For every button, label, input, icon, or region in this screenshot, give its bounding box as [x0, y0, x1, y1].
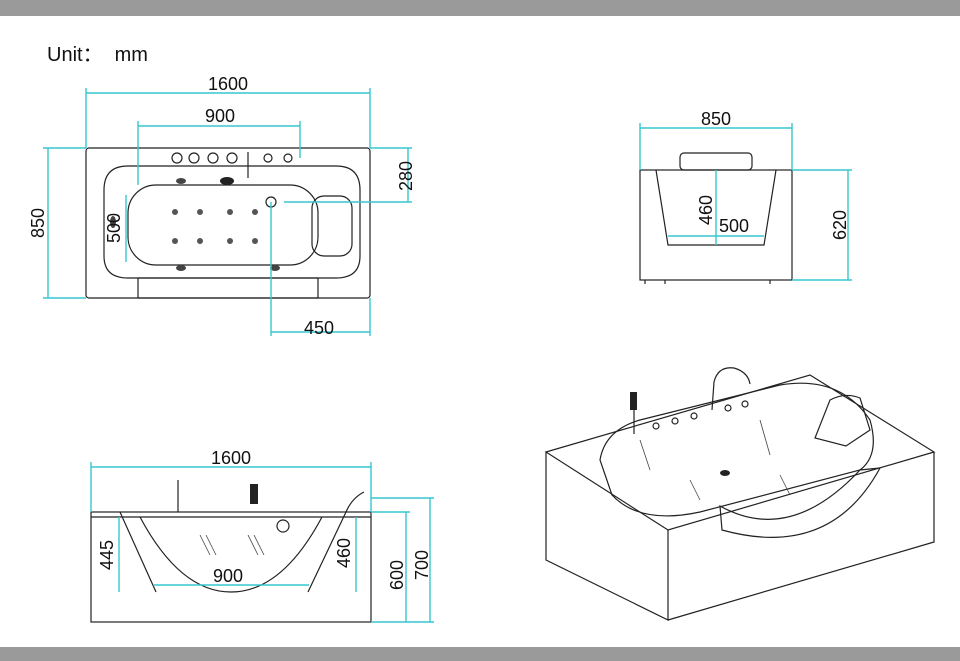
bottom-frame-bar — [0, 647, 960, 661]
unit-caption: Unit： mm — [47, 38, 148, 67]
dim-front-rim-height: 600 — [387, 560, 407, 590]
iso-hand-shower — [630, 392, 637, 410]
front-view-window — [139, 516, 323, 593]
top-view-dimensions — [43, 88, 412, 336]
iso-left-side — [545, 452, 669, 621]
dim-end-depth: 460 — [696, 195, 716, 225]
hand-shower-head — [250, 484, 258, 504]
dim-front-window-width: 900 — [213, 566, 243, 586]
dim-end-bottom-width: 500 — [719, 216, 749, 236]
end-view: 850 460 500 620 — [639, 109, 852, 284]
front-view-basin-walls — [119, 511, 347, 593]
front-view-dimensions — [90, 462, 434, 623]
iso-front-side — [667, 452, 935, 621]
side-jet — [176, 265, 186, 271]
dim-end-height: 620 — [830, 210, 850, 240]
iso-faucet — [711, 367, 751, 411]
dim-front-water-depth: 460 — [334, 538, 354, 568]
control-knob — [171, 152, 183, 164]
side-jet — [176, 178, 186, 184]
dim-front-length: 1600 — [211, 448, 251, 468]
control-knob — [226, 152, 238, 164]
dim-front-total-height: 700 — [412, 550, 432, 580]
top-view-basin — [103, 165, 361, 279]
isometric-view — [544, 367, 936, 621]
unit-value: mm — [114, 44, 148, 66]
dim-top-length: 1600 — [208, 74, 248, 94]
top-view-front-step — [137, 277, 319, 299]
side-jet — [270, 265, 280, 271]
dim-front-left-depth: 445 — [97, 540, 117, 570]
iso-basin — [599, 382, 874, 517]
top-view-inner-basin — [127, 184, 319, 266]
iso-window — [719, 467, 882, 538]
dim-top-drain-offset: 450 — [304, 318, 334, 338]
end-view-dimensions — [639, 123, 852, 281]
dim-top-inner-width: 500 — [104, 213, 124, 243]
dim-top-deck-offset: 280 — [396, 161, 416, 191]
front-view: 1600 900 445 460 600 700 — [90, 448, 434, 623]
unit-label: Unit： — [47, 44, 103, 66]
iso-drain — [720, 470, 730, 476]
drain-plug — [220, 177, 234, 185]
front-view-body — [90, 511, 372, 623]
dim-top-width: 850 — [28, 208, 48, 238]
side-jet — [110, 216, 116, 228]
headrest-pillow — [311, 195, 353, 257]
bottom-jets — [172, 209, 258, 244]
front-view-spout — [276, 519, 290, 533]
control-knobs — [171, 152, 293, 164]
control-knob — [207, 152, 219, 164]
control-knob — [283, 153, 293, 163]
control-knob — [263, 153, 273, 163]
top-frame-bar — [0, 0, 960, 16]
end-view-headrest — [679, 152, 753, 171]
iso-headrest — [814, 394, 871, 447]
iso-top-deck — [544, 374, 936, 531]
top-view: 1600 900 850 500 280 450 — [28, 74, 416, 338]
control-knob — [188, 152, 200, 164]
front-view-headrest — [345, 491, 365, 513]
dim-end-width: 850 — [701, 109, 731, 129]
dim-top-jet-span: 900 — [205, 106, 235, 126]
